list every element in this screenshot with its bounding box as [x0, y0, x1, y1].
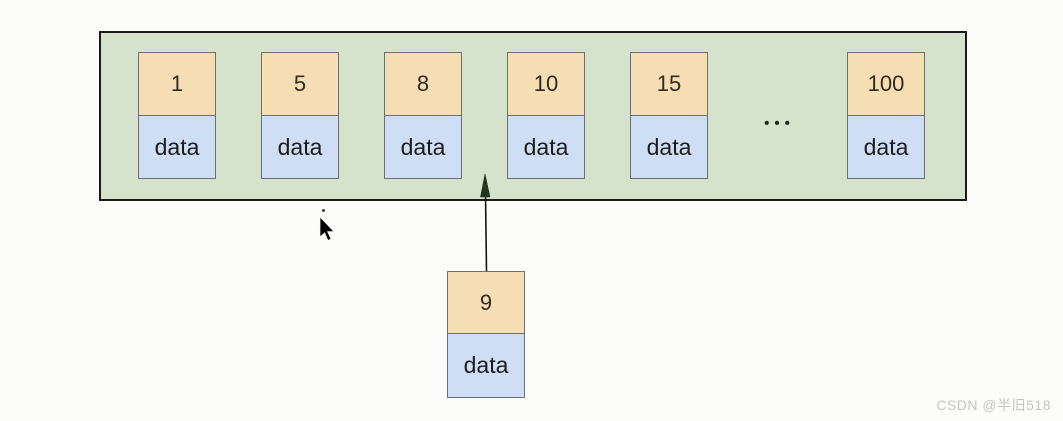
array-node-100: 100 data: [847, 52, 925, 179]
array-node-10: 10 data: [507, 52, 585, 179]
node-value: data: [384, 115, 462, 179]
ellipsis: •••: [764, 115, 795, 132]
node-value: data: [138, 115, 216, 179]
node-key: 15: [630, 52, 708, 116]
node-value: data: [447, 333, 525, 398]
sorted-array-container: 1 data 5 data 8 data 10 data 15 data •••…: [99, 31, 967, 201]
node-key: 9: [447, 271, 525, 334]
node-key: 10: [507, 52, 585, 116]
node-key: 8: [384, 52, 462, 116]
array-node-15: 15 data: [630, 52, 708, 179]
node-value: data: [847, 115, 925, 179]
array-node-1: 1 data: [138, 52, 216, 179]
node-key: 1: [138, 52, 216, 116]
node-value: data: [261, 115, 339, 179]
insert-node-9: 9 data: [447, 271, 525, 398]
node-value: data: [630, 115, 708, 179]
watermark: CSDN @半旧518: [936, 397, 1051, 413]
insert-arrow: [480, 173, 491, 272]
array-node-5: 5 data: [261, 52, 339, 179]
node-key: 100: [847, 52, 925, 116]
node-value: data: [507, 115, 585, 179]
mouse-cursor-icon: [319, 217, 335, 241]
array-node-8: 8 data: [384, 52, 462, 179]
node-key: 5: [261, 52, 339, 116]
dot-artifact: [322, 209, 325, 212]
